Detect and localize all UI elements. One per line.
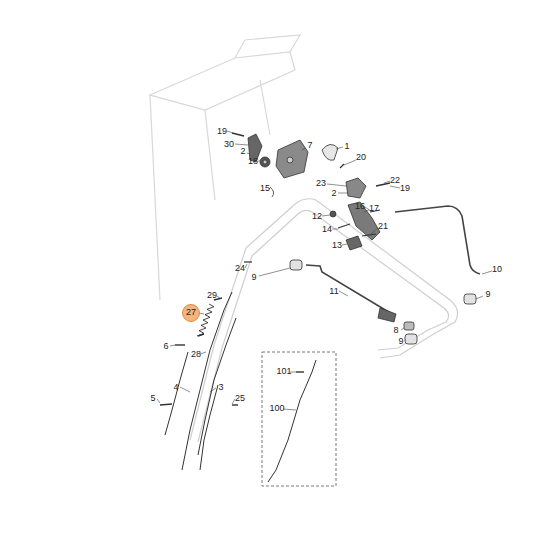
part-8	[404, 322, 414, 330]
callout-number: 29	[207, 291, 217, 300]
screw-24	[244, 261, 252, 262]
rods	[306, 206, 480, 314]
cable-main	[182, 292, 232, 470]
callout-number: 28	[191, 350, 201, 359]
callout-number: 13	[332, 241, 342, 250]
cable-25	[200, 385, 218, 470]
callout-number: 16	[355, 202, 365, 211]
callout-number: 27	[186, 308, 196, 317]
bracket-7	[276, 140, 308, 178]
control-parts	[232, 133, 390, 262]
cap-9c	[405, 334, 417, 344]
callout-number: 10	[492, 265, 502, 274]
handle-tube	[190, 199, 458, 442]
rod-10	[395, 206, 480, 274]
screw-19	[232, 133, 244, 136]
highlighted-callout: 27	[182, 304, 200, 322]
screw-19b	[376, 183, 390, 186]
callout-number: 24	[235, 264, 245, 273]
callout-number: 6	[163, 342, 168, 351]
cap-9a	[290, 260, 302, 270]
caps	[290, 260, 476, 344]
detail-box	[262, 352, 336, 486]
callout-number: 14	[322, 225, 332, 234]
callout-number: 17	[369, 204, 379, 213]
callout-number: 9	[398, 337, 403, 346]
bag-top	[150, 52, 295, 110]
cables	[160, 292, 238, 470]
lever-17	[348, 202, 380, 240]
clip-25	[232, 404, 238, 405]
grip-11	[378, 308, 396, 322]
pin-14	[338, 224, 350, 228]
part-13	[346, 236, 362, 250]
callout-number: 9	[485, 290, 490, 299]
callout-number: 101	[276, 367, 291, 376]
bracket-23	[346, 178, 366, 198]
callout-number: 20	[356, 153, 366, 162]
bracket-hole	[287, 157, 293, 163]
callout-number: 21	[378, 222, 388, 231]
leader-lines	[157, 131, 492, 410]
callout-number: 23	[316, 179, 326, 188]
callout-number: 4	[173, 383, 178, 392]
callout-number: 8	[393, 326, 398, 335]
handle-right	[378, 330, 432, 358]
cable-3	[198, 318, 236, 455]
callout-number: 18	[248, 157, 258, 166]
rod-11	[306, 265, 392, 314]
callout-number: 9	[251, 273, 256, 282]
spring-coil	[197, 304, 214, 336]
callout-number: 11	[329, 287, 338, 296]
knob-1	[322, 144, 338, 160]
callout-number: 19	[400, 184, 410, 193]
washer-hole	[263, 160, 267, 164]
clip-101	[296, 371, 304, 372]
callout-number: 3	[218, 383, 223, 392]
callout-number: 7	[307, 141, 312, 150]
callout-number: 100	[269, 404, 284, 413]
cable-100	[268, 360, 316, 482]
handle-bar-inner	[252, 210, 449, 330]
callout-number: 12	[312, 212, 322, 221]
callout-number: 1	[344, 142, 349, 151]
nut-12	[330, 211, 336, 217]
callout-number: 15	[260, 184, 270, 193]
callout-number: 2	[240, 147, 245, 156]
callout-number: 2	[331, 189, 336, 198]
callout-number: 30	[224, 140, 234, 149]
handle-lower	[190, 248, 252, 442]
bolt-21	[362, 234, 376, 236]
cap-9b	[464, 294, 476, 304]
callout-number: 19	[217, 127, 227, 136]
clip-15	[270, 187, 274, 197]
spring-27	[197, 304, 214, 336]
pin-20	[340, 164, 344, 168]
handle-bar-outer	[246, 199, 458, 335]
callout-number: 5	[150, 394, 155, 403]
cable-6	[165, 352, 188, 435]
bag-sides	[150, 80, 270, 300]
washer-18	[260, 157, 270, 167]
clip-6	[175, 344, 185, 345]
clip-5	[160, 404, 172, 405]
callout-number: 22	[390, 176, 400, 185]
callout-number: 25	[235, 394, 245, 403]
bag-handle	[235, 35, 300, 58]
